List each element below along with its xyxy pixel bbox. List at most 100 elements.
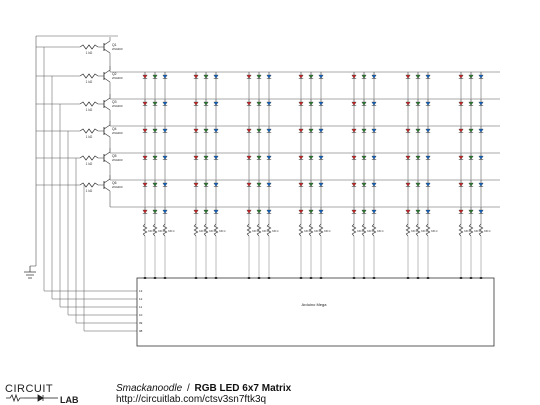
- arduino-pin: [247, 277, 251, 279]
- resistor-label: 330 Ω: [357, 230, 364, 233]
- transistor-ref: Q6: [112, 181, 117, 185]
- led-triangle: [162, 209, 168, 214]
- rgb-led-green: [256, 72, 262, 98]
- led-triangle: [371, 182, 377, 187]
- rgb-led-green: [308, 207, 314, 233]
- arduino-pin: [267, 277, 271, 279]
- circuitlab-logo[interactable]: CIRCUIT LAB: [4, 382, 108, 404]
- rgb-led-blue: [266, 153, 272, 179]
- transistor-emitter: [103, 151, 111, 157]
- resistor-symbol: [152, 223, 158, 237]
- base-resistor-label: 1 kΩ: [86, 189, 93, 193]
- led-triangle: [246, 155, 252, 160]
- rgb-led-blue: [425, 180, 431, 206]
- rgb-led-red: [246, 207, 252, 233]
- circuit-url[interactable]: http://circuitlab.com/ctsv3sn7ftk3q: [116, 394, 267, 405]
- led-triangle: [298, 209, 304, 214]
- led-triangle: [246, 101, 252, 106]
- rgb-led-green: [361, 153, 367, 179]
- author-name[interactable]: Smackanoodle: [116, 383, 183, 394]
- led-triangle: [318, 74, 324, 79]
- led-triangle: [351, 101, 357, 106]
- rgb-led-green: [308, 72, 314, 98]
- transistor-ref: Q1: [112, 43, 117, 47]
- led-triangle: [152, 74, 158, 79]
- resistor-symbol: [266, 223, 272, 237]
- rgb-led-red: [142, 99, 148, 125]
- arduino-pin: [299, 277, 303, 279]
- led-triangle: [142, 128, 148, 133]
- led-triangle: [415, 182, 421, 187]
- circuit-title[interactable]: RGB LED 6x7 Matrix: [194, 383, 292, 394]
- rgb-led-red: [298, 72, 304, 98]
- rgb-led-green: [415, 180, 421, 206]
- resistor-label: 330 Ω: [484, 230, 491, 233]
- led-triangle: [361, 101, 367, 106]
- led-triangle: [318, 128, 324, 133]
- current-resistor: 330 Ω: [266, 223, 279, 237]
- rgb-led-blue: [478, 126, 484, 152]
- led-triangle: [246, 209, 252, 214]
- current-resistor: 330 Ω: [371, 223, 384, 237]
- led-triangle: [256, 128, 262, 133]
- rgb-led-red: [246, 99, 252, 125]
- rgb-led-green: [152, 207, 158, 233]
- rgb-led-red: [193, 99, 199, 125]
- rgb-led-green: [468, 72, 474, 98]
- led-triangle: [213, 128, 219, 133]
- arduino-pin: [153, 277, 157, 279]
- led-triangle: [142, 155, 148, 160]
- led-triangle: [256, 209, 262, 214]
- arduino-pin: [372, 277, 376, 279]
- resistor-label: 330 Ω: [367, 230, 374, 233]
- wires: [30, 35, 482, 278]
- base-resistor-symbol: [79, 73, 99, 79]
- resistor-label: 330 Ω: [314, 230, 321, 233]
- rgb-led-blue: [318, 126, 324, 152]
- rgb-led-green: [415, 99, 421, 125]
- led-triangle: [318, 155, 324, 160]
- arduino-label: Arduino Mega: [302, 302, 328, 307]
- rgb-led-red: [298, 207, 304, 233]
- current-resistor: 330 Ω: [415, 223, 428, 237]
- transistor-emitter: [103, 124, 111, 130]
- resistor-label: 330 Ω: [148, 230, 155, 233]
- resistor-label: 330 Ω: [304, 230, 311, 233]
- byline-separator: /: [186, 383, 190, 394]
- led-triangle: [468, 128, 474, 133]
- led-triangle: [256, 74, 262, 79]
- rgb-led-blue: [318, 72, 324, 98]
- rgb-led-red: [405, 153, 411, 179]
- rgb-led-blue: [162, 180, 168, 206]
- transistor-part: 2N4403: [112, 158, 123, 162]
- rgb-led-red: [246, 72, 252, 98]
- rgb-led-green: [308, 99, 314, 125]
- led-triangle: [162, 128, 168, 133]
- rgb-led-red: [142, 126, 148, 152]
- led-triangle: [213, 101, 219, 106]
- led-triangle: [152, 209, 158, 214]
- rgb-led-green: [308, 126, 314, 152]
- rgb-led-red: [246, 180, 252, 206]
- rgb-led-blue: [371, 126, 377, 152]
- transistor-q1: 1 kΩ Q1 2N4403: [36, 37, 500, 292]
- rgb-led-blue: [162, 72, 168, 98]
- led-triangle: [458, 74, 464, 79]
- current-resistor: 330 Ω: [478, 223, 491, 237]
- arduino-body: [136, 277, 495, 347]
- current-resistor: 330 Ω: [468, 223, 481, 237]
- rgb-led-blue: [266, 126, 272, 152]
- led-triangle: [458, 101, 464, 106]
- rgb-led-green: [415, 72, 421, 98]
- resistor-label: 330 Ω: [324, 230, 331, 233]
- led-triangle: [478, 209, 484, 214]
- arduino-pin: [479, 277, 483, 279]
- rgb-led-red: [405, 72, 411, 98]
- rgb-led-green: [152, 99, 158, 125]
- led-triangle: [371, 155, 377, 160]
- led-triangle: [478, 74, 484, 79]
- led-triangle: [318, 209, 324, 214]
- led-triangle: [425, 101, 431, 106]
- led-triangle: [308, 155, 314, 160]
- led-triangle: [256, 155, 262, 160]
